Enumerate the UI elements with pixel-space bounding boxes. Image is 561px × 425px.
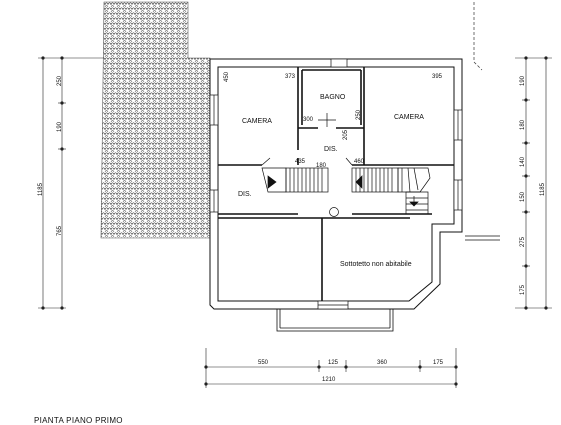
room-label-bagno: BAGNO [320, 94, 346, 101]
dimension-lines-right [515, 56, 552, 310]
inner-dim-300: 300 [303, 117, 314, 123]
dim-right-275: 275 [520, 236, 526, 247]
dim-left-250: 250 [57, 75, 63, 86]
room-label-sottotetto: Sottotetto non abitabile [340, 261, 412, 268]
inner-dim-435: 435 [295, 159, 306, 165]
inner-dim-395: 395 [432, 74, 443, 80]
inner-dim-250: 250 [356, 109, 362, 120]
dimension-lines-bottom [204, 348, 458, 388]
dim-left-190: 190 [57, 121, 63, 132]
dim-bottom-125: 125 [328, 360, 339, 366]
plan-caption: PIANTA PIANO PRIMO [34, 416, 123, 425]
dim-right-total: 1185 [540, 182, 546, 196]
dim-right-180: 180 [520, 119, 526, 130]
stairs [261, 167, 431, 217]
dim-right-190: 190 [520, 75, 526, 86]
dim-bottom-total: 1210 [322, 377, 336, 383]
interior-walls [218, 67, 454, 301]
room-label-dis-left: DIS. [238, 191, 252, 198]
room-label-camera-right: CAMERA [394, 114, 424, 121]
windows [209, 58, 500, 310]
inner-dim-373: 373 [285, 74, 296, 80]
inner-dim-180: 180 [316, 163, 327, 169]
room-label-camera-left: CAMERA [242, 118, 272, 125]
dim-left-total: 1185 [38, 182, 44, 196]
dim-right-175: 175 [520, 284, 526, 295]
roof-tiles [100, 1, 211, 239]
balcony [276, 308, 394, 332]
dim-bottom-175: 175 [433, 360, 444, 366]
inner-dim-205: 205 [343, 129, 349, 140]
dim-bottom-360: 360 [377, 360, 388, 366]
dim-left-765: 765 [57, 225, 63, 236]
room-label-dis-top: DIS. [324, 146, 338, 153]
dim-bottom-550: 550 [258, 360, 269, 366]
inner-dim-460: 460 [354, 159, 365, 165]
inner-dim-450: 450 [224, 71, 230, 82]
roof-outline-dashed [473, 2, 483, 71]
dim-right-150: 150 [520, 191, 526, 202]
doors [261, 113, 353, 166]
dim-right-140: 140 [520, 156, 526, 167]
dimension-lines-left [38, 56, 104, 310]
